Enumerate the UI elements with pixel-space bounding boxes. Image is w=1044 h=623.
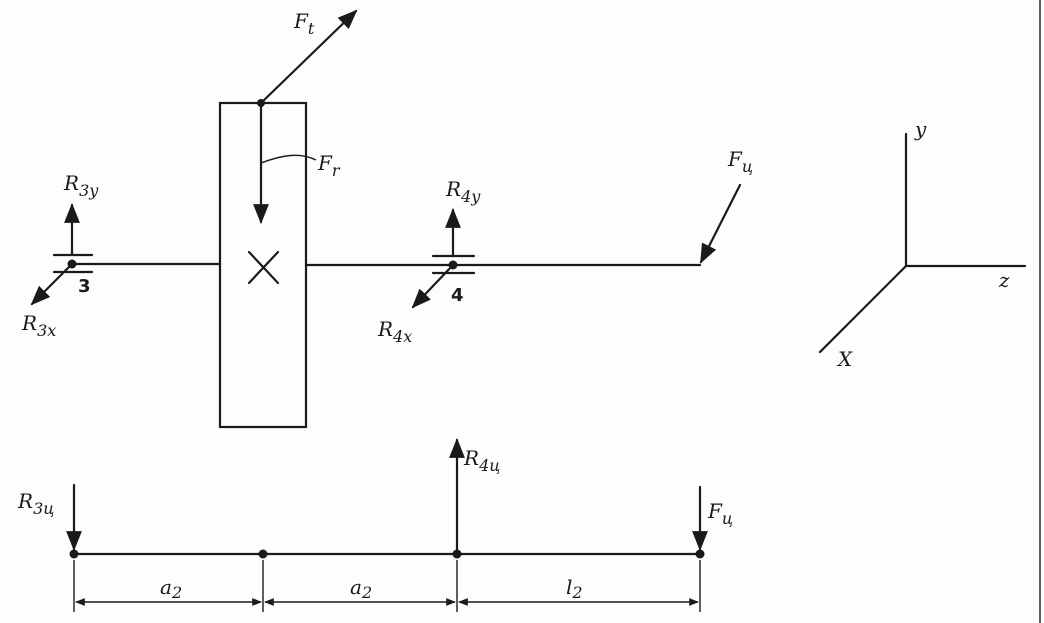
axis-x-line — [818, 264, 908, 354]
coordinate-axes: y z X — [818, 117, 1027, 371]
beam-node-gear — [258, 549, 268, 559]
reaction-r4x-arrow — [411, 263, 455, 309]
beam-scheme: R3ц R4ц Fц — [17, 438, 733, 559]
force-ft-arrow — [259, 9, 358, 105]
support-4-number: 4 — [451, 285, 464, 306]
beam-node-4 — [452, 549, 462, 559]
reaction-r4c-label: R4ц — [463, 446, 500, 475]
support-3: 3 — [30, 203, 94, 306]
force-fc-bottom-label: Fц — [707, 499, 733, 528]
force-ft-label: Ft — [293, 9, 315, 38]
gear-wheel — [218, 101, 308, 429]
reaction-r3c-label: R3ц — [17, 489, 54, 518]
force-fr-label: Fr — [317, 151, 341, 180]
gear-contact-point — [257, 99, 265, 107]
force-fc-label: Fц — [727, 147, 753, 176]
reaction-r3y-label: R3y — [63, 171, 99, 200]
force-fc-arrow — [699, 183, 742, 264]
reaction-r3x-label: R3x — [21, 311, 56, 340]
axis-y-label: y — [914, 117, 927, 141]
reaction-r3x-arrow — [30, 262, 74, 306]
support-4: 4 — [411, 208, 476, 309]
beam-node-3 — [69, 549, 79, 559]
dimension-a2-second-label: a2 — [350, 575, 372, 602]
axis-z-label: z — [998, 268, 1010, 292]
support-3-number: 3 — [78, 276, 91, 297]
dimension-lines: a2 a2 l2 — [73, 560, 701, 612]
dimension-l2-label: l2 — [566, 575, 583, 602]
reaction-r4y-label: R4y — [445, 177, 481, 206]
shaft-scheme: Ft Fr 3 R3y R3x 4 R4y R4x Fц — [21, 9, 753, 429]
force-fr-leader — [260, 154, 317, 164]
beam-node-end — [695, 549, 705, 559]
reaction-r4x-label: R4x — [377, 317, 412, 346]
dimension-a2-first-label: a2 — [160, 575, 182, 602]
axis-x-label: X — [836, 347, 853, 371]
